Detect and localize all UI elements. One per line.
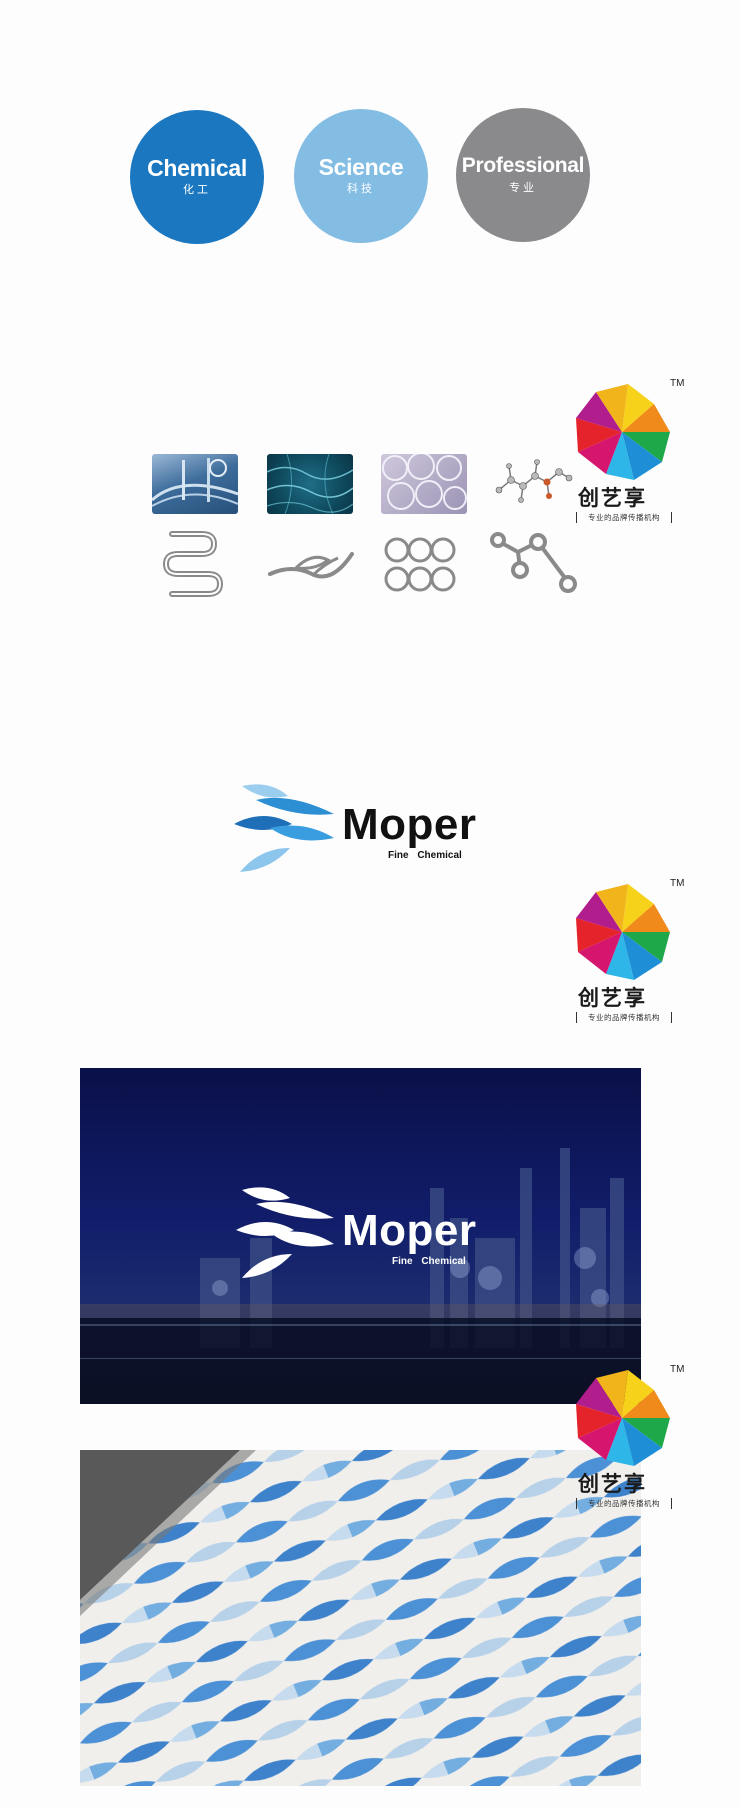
banner-logo: Moper Fine Chemical — [234, 1184, 494, 1284]
bubbles-photo — [381, 454, 467, 514]
keyword-subtitle: 化工 — [183, 183, 211, 196]
trademark-symbol: TM — [670, 878, 685, 889]
molecule-outline-icon — [488, 530, 578, 596]
keyword-subtitle: 专业 — [509, 181, 537, 194]
pinwheel-icon — [576, 884, 670, 980]
watermark-logo-1: TM 创艺享 专业的品牌传播机构 — [572, 378, 685, 538]
molecule-photo — [493, 450, 573, 514]
water-photo — [267, 454, 353, 514]
banner-wordmark: Moper — [342, 1206, 477, 1255]
keyword-title: Chemical — [147, 155, 247, 181]
pipes-photo — [152, 454, 238, 514]
pinwheel-icon — [576, 384, 670, 480]
pinwheel-icon — [576, 1370, 670, 1466]
brand-wordmark: Moper — [342, 800, 477, 849]
trademark-symbol: TM — [670, 1364, 685, 1375]
bubbles-outline-icon — [383, 534, 457, 596]
brand-subline: Fine Chemical — [388, 850, 462, 861]
watermark-name: 创艺享 — [578, 1471, 647, 1496]
pattern-paper — [80, 1450, 641, 1786]
wave-shape-icon — [266, 540, 358, 590]
pipe-line-icon — [158, 530, 234, 600]
watermark-name: 创艺享 — [578, 985, 647, 1010]
keyword-circle-science: Science 科技 — [294, 109, 428, 243]
watermark-tagline: 专业的品牌传播机构 — [576, 1498, 672, 1509]
keyword-subtitle: 科技 — [347, 182, 375, 195]
watermark-logo-3: TM 创艺享 专业的品牌传播机构 — [572, 1364, 685, 1524]
pattern-svg — [80, 1450, 641, 1786]
keyword-title: Science — [318, 154, 404, 180]
keyword-title: Professional — [461, 154, 585, 177]
banner-logo-icon — [236, 1187, 334, 1278]
watermark-tagline: 专业的品牌传播机构 — [576, 1012, 672, 1023]
brand-logo-icon — [234, 784, 334, 872]
banner-subline: Fine Chemical — [392, 1256, 466, 1267]
factory-silhouette — [80, 1148, 641, 1404]
keyword-circle-chemical: Chemical 化工 — [130, 110, 264, 244]
watermark-logo-2: TM 创艺享 专业的品牌传播机构 — [572, 878, 685, 1038]
keyword-circle-professional: Professional 专业 — [456, 108, 590, 242]
watermark-tagline: 专业的品牌传播机构 — [576, 512, 672, 523]
brand-logo: Moper Fine Chemical — [230, 780, 490, 880]
watermark-name: 创艺享 — [578, 485, 647, 510]
trademark-symbol: TM — [670, 378, 685, 389]
night-banner: Moper Fine Chemical — [80, 1068, 641, 1404]
